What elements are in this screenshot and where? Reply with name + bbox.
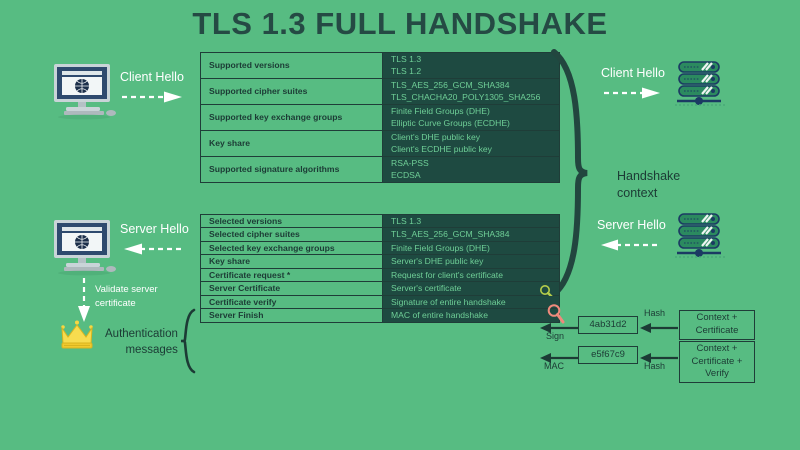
table-row: Supported versions TLS 1.3 TLS 1.2 (200, 52, 560, 79)
hash-label-top: Hash (644, 308, 666, 318)
context-bottom-line3: Verify (705, 368, 729, 380)
field-label: Selected key exchange groups (200, 240, 383, 256)
field-label: Server Finish (200, 308, 383, 323)
page-title: TLS 1.3 FULL HANDSHAKE (192, 6, 608, 41)
authentication-label-line1: Authentication (105, 328, 178, 340)
server-hello-left-label: Server Hello (120, 222, 189, 236)
table-row: Selected cipher suites TLS_AES_256_GCM_S… (200, 227, 560, 242)
field-label: Certificate request * (200, 267, 383, 283)
client-hello-left-label: Client Hello (120, 70, 184, 84)
desktop-monitor-icon (48, 62, 122, 120)
hash-arrow-top (640, 322, 678, 334)
field-label: Supported cipher suites (200, 77, 383, 105)
field-value: Finite Field Groups (DHE) Elliptic Curve… (382, 103, 560, 131)
context-top-line2: Certificate (695, 325, 739, 336)
context-bottom-line1: Context + (696, 342, 738, 354)
context-top-box: Context + Certificate (679, 310, 755, 340)
hash-label-bottom: Hash (644, 361, 666, 371)
server-hello-table: Selected versions TLS 1.3 Selected ciphe… (200, 213, 560, 323)
table-row: Certificate request * Request for client… (200, 267, 560, 283)
context-bottom-box: Context + Certificate + Verify (679, 341, 755, 383)
field-value: Client's DHE public key Client's ECDHE p… (382, 129, 560, 157)
field-label: Selected versions (200, 213, 383, 229)
field-label: Supported key exchange groups (200, 103, 383, 131)
authentication-messages-label: Authentication messages (105, 326, 178, 358)
digest-top-box: 4ab31d2 (578, 316, 638, 334)
server-hello-rows: Selected versions TLS 1.3 Selected ciphe… (200, 213, 560, 323)
authentication-brace (180, 308, 198, 374)
handshake-context-line2: context (617, 185, 658, 200)
context-top-line1: Context + (696, 312, 738, 324)
field-label: Selected cipher suites (200, 227, 383, 242)
hash-arrow-bottom (640, 352, 678, 364)
sign-label: Sign (546, 331, 565, 341)
field-value: TLS 1.3 TLS 1.2 (382, 52, 560, 79)
field-value: Server's DHE public key (382, 254, 560, 269)
server-rack-icon (675, 212, 725, 260)
field-value-text: Server's certificate (391, 283, 462, 294)
field-value: Finite Field Groups (DHE) (382, 240, 560, 256)
field-value: Request for client's certificate (382, 267, 560, 283)
table-row: Server Certificate Server's certificate (200, 281, 560, 299)
validate-label-line2: certificate (95, 297, 136, 309)
field-value: Server's certificate (382, 281, 560, 299)
field-label: Supported signature algorithms (200, 155, 383, 183)
validate-certificate-label: Validate server certificate (95, 283, 158, 311)
table-row: Supported signature algorithms RSA-PSS E… (200, 155, 560, 183)
field-value: RSA-PSS ECDSA (382, 155, 560, 183)
crown-icon (58, 320, 96, 352)
server-hello-right-label: Server Hello (597, 218, 666, 232)
magnifier-icon (546, 303, 566, 325)
authentication-label-line2: messages (125, 344, 178, 357)
server-hello-left-arrow (122, 242, 184, 256)
digest-bottom-box: e5f67c9 (578, 346, 638, 364)
table-row: Selected key exchange groups Finite Fiel… (200, 240, 560, 256)
table-row: Supported key exchange groups Finite Fie… (200, 103, 560, 131)
field-value: TLS_AES_256_GCM_SHA384 (382, 227, 560, 242)
field-value: Signature of entire handshake (382, 294, 560, 310)
client-hello-right-label: Client Hello (601, 66, 665, 80)
client-hello-rows: Supported versions TLS 1.3 TLS 1.2 Suppo… (200, 52, 560, 183)
table-row: Certificate verify Signature of entire h… (200, 294, 560, 310)
server-rack-icon (675, 60, 725, 108)
table-row: Key share Client's DHE public key Client… (200, 129, 560, 157)
handshake-context-brace (548, 48, 590, 298)
table-row: Server Finish MAC of entire handshake (200, 308, 560, 323)
handshake-context-label: Handshake context (617, 168, 680, 202)
validate-label-line1: Validate server (95, 284, 158, 295)
context-bottom-line2: Certificate + (691, 355, 743, 367)
table-row: Selected versions TLS 1.3 (200, 213, 560, 229)
field-value: TLS_AES_256_GCM_SHA384 TLS_CHACHA20_POLY… (382, 77, 560, 105)
table-row: Key share Server's DHE public key (200, 254, 560, 269)
field-label: Key share (200, 129, 383, 157)
client-hello-right-arrow (604, 86, 662, 100)
mac-arrow (540, 352, 578, 364)
field-value: MAC of entire handshake (382, 308, 560, 323)
handshake-context-line1: Handshake (617, 169, 681, 183)
client-hello-left-arrow (122, 90, 184, 104)
field-label: Server Certificate (200, 281, 383, 296)
table-row: Supported cipher suites TLS_AES_256_GCM_… (200, 77, 560, 105)
client-hello-table: Supported versions TLS 1.3 TLS 1.2 Suppo… (200, 52, 560, 183)
validate-certificate-arrow (76, 278, 92, 322)
field-label: Supported versions (200, 52, 383, 79)
sign-arrow (540, 322, 578, 334)
desktop-monitor-icon (48, 218, 122, 276)
mac-label: MAC (544, 361, 564, 371)
field-value: TLS 1.3 (382, 213, 560, 229)
field-label: Certificate verify (200, 294, 383, 310)
field-label: Key share (200, 254, 383, 269)
server-hello-right-arrow (600, 238, 658, 252)
